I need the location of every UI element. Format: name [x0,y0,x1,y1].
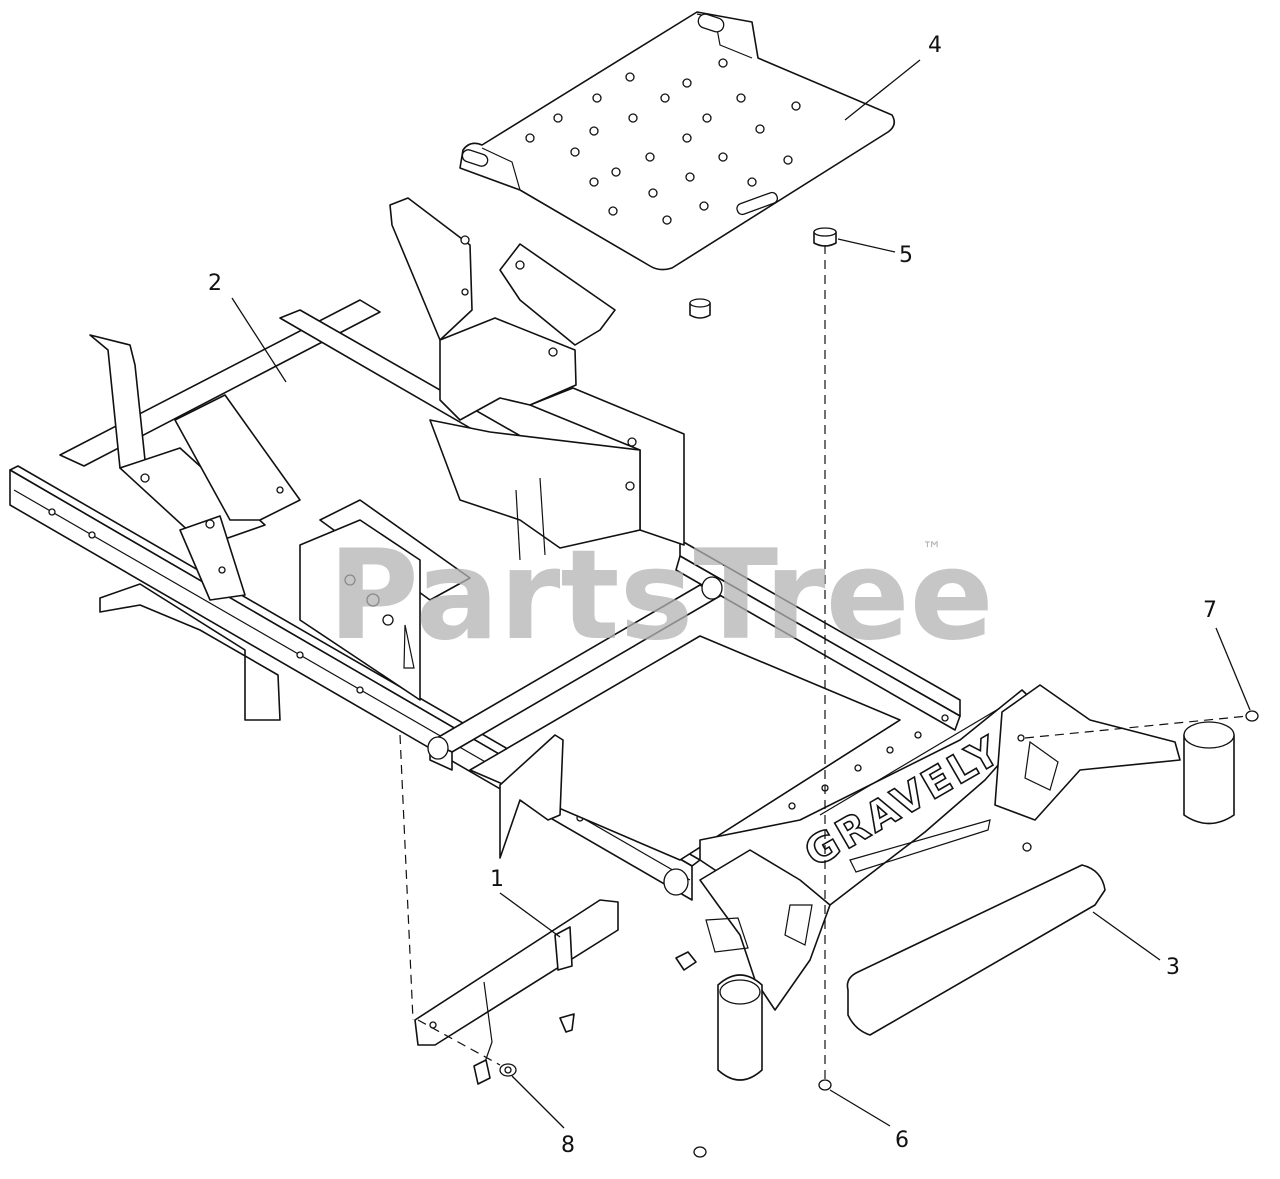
leader-6 [829,1089,891,1127]
part-skid-shield [846,819,1106,1036]
part-nut-6 [818,1079,832,1091]
callout-5: 5 [899,243,913,268]
callout-2: 2 [208,271,222,296]
leader-5 [837,238,896,253]
watermark-text: PartsTree [328,524,994,668]
assembly-line-1 [399,734,414,1021]
assembly-line-8 [417,1019,501,1066]
callout-4: 4 [928,33,942,58]
watermark-trademark: ™ [922,537,942,561]
part-bumper-top [813,227,837,247]
part-nut-bottom [693,1146,707,1158]
callout-7: 7 [1203,598,1217,623]
part-lever-bracket [414,899,619,1085]
leader-4 [844,59,921,121]
callout-3: 3 [1166,955,1180,980]
leader-7 [1215,627,1251,711]
leader-3 [1092,911,1161,961]
assembly-line-7 [1024,715,1249,739]
part-nut-7 [1245,710,1259,722]
part-foot-plate [459,11,896,271]
part-bolt-8 [499,1063,517,1077]
part-main-frame: GRAVELY [9,197,1235,1081]
leader-2 [231,297,287,383]
callout-6: 6 [895,1128,909,1153]
callout-8: 8 [561,1133,575,1158]
leader-1 [499,892,561,938]
leader-8 [511,1075,565,1129]
callout-1: 1 [490,867,504,892]
part-bolt-left [675,951,697,971]
part-bumper-lower [689,298,711,319]
